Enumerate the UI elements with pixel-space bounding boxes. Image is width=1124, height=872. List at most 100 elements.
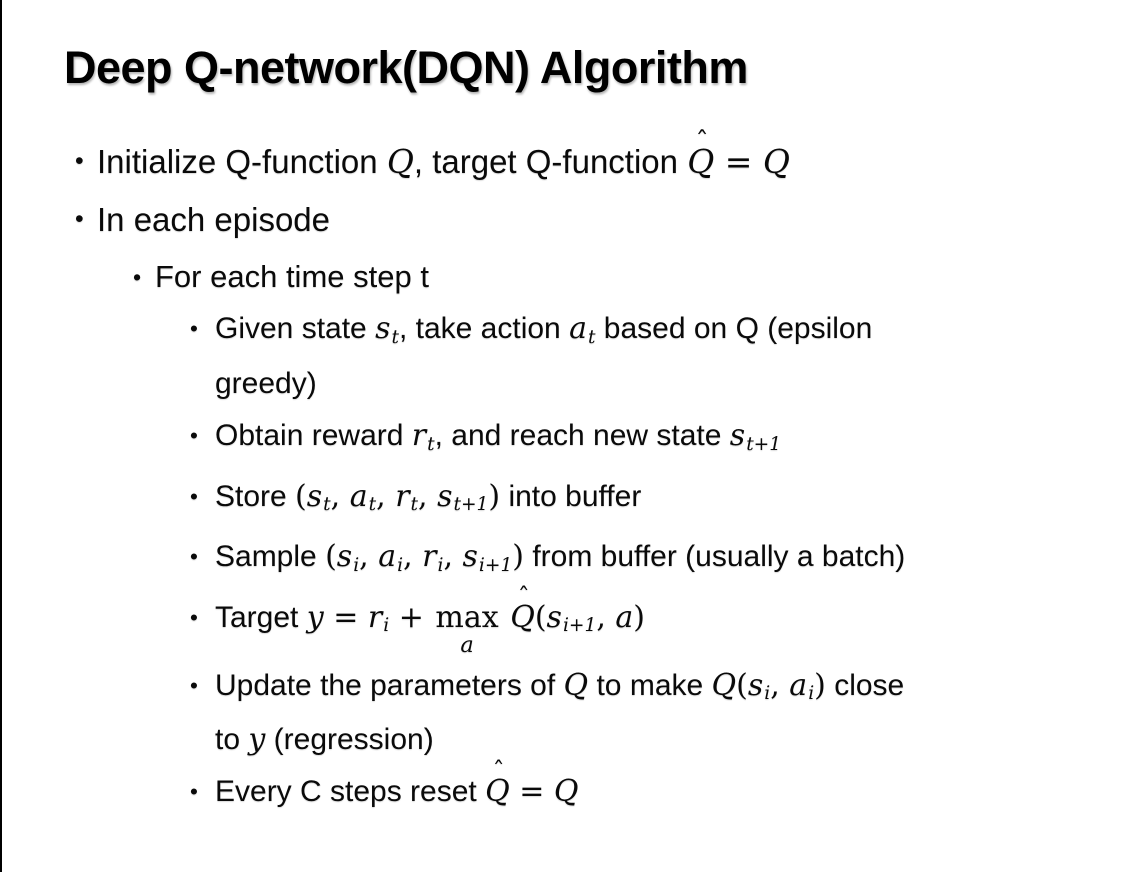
bullet-text: Store (st, at, rt, st+1) into buffer	[215, 474, 1124, 529]
math-variable: s	[437, 478, 453, 514]
math-subscript: t	[410, 494, 419, 516]
bullet-item: • Obtain reward rt, and reach new state s…	[2, 413, 1124, 468]
math-variable: a	[349, 478, 368, 514]
math-variable: s	[747, 667, 764, 703]
math-subscript: i	[397, 554, 404, 576]
math-term: st+1	[730, 418, 781, 455]
math-subscript: t	[323, 494, 331, 516]
math-operator: ,	[443, 539, 463, 575]
bullet-marker-icon: •	[190, 779, 198, 805]
bullet-text: Sample (si, ai, ri, si+1) from buffer (u…	[215, 534, 1124, 589]
bullet-marker-icon: •	[190, 316, 198, 342]
math-subscript: i	[808, 683, 815, 705]
math-term: ri	[367, 599, 389, 637]
math-operator: )	[633, 599, 645, 635]
math-operator: (	[325, 539, 337, 575]
hat-accent-icon: ˆ	[517, 582, 530, 611]
math-variable: Q	[553, 774, 579, 810]
math-variable: a	[569, 311, 587, 347]
math-term: si+1	[547, 600, 597, 637]
text-segment: , and reach new state	[434, 418, 730, 452]
text-segment: For each time step t	[155, 259, 429, 295]
math-variable: a	[789, 667, 808, 703]
math-term: Q	[386, 142, 414, 182]
math-variable: a	[378, 539, 397, 575]
math-variable: Q	[711, 667, 737, 703]
text-segment: , target Q-function	[413, 143, 688, 181]
bullet-text: For each time step t	[155, 256, 1124, 298]
math-operator: ,	[596, 599, 616, 635]
text-segment: Update the parameters of	[215, 668, 564, 702]
hat-accent-icon: ˆ	[492, 757, 505, 786]
math-subscript: i	[437, 554, 444, 576]
math-variable: Q	[687, 142, 715, 182]
math-operator: =	[714, 142, 763, 182]
math-operator: (	[534, 599, 547, 635]
math-term: si	[747, 667, 770, 705]
math-variable: r	[422, 539, 437, 575]
math-operator: (	[295, 478, 307, 514]
math-operator: (	[736, 667, 748, 703]
math-subscript: t	[368, 494, 377, 516]
math-variable: s	[336, 539, 353, 575]
slide-title: Deep Q-network(DQN) Algorithm	[64, 42, 748, 93]
math-term: ri	[422, 539, 444, 576]
bullet-text: Update the parameters of Q to make Q(si,…	[215, 663, 1124, 764]
math-term: st+1	[437, 478, 488, 516]
text-segment: close	[825, 668, 905, 702]
text-segment: greedy)	[215, 366, 317, 400]
math-operator: ,	[330, 478, 350, 514]
math-term: ai	[789, 667, 815, 705]
bullet-marker-icon: •	[190, 483, 198, 509]
math-variable: Q	[386, 142, 414, 182]
max-operator-label: max	[435, 599, 499, 635]
bullet-marker-icon: •	[190, 672, 198, 698]
text-segment: (regression)	[265, 723, 434, 757]
math-term: Q	[762, 142, 790, 182]
math-operator: ,	[403, 539, 423, 575]
text-segment: Obtain reward	[215, 418, 412, 452]
bullet-marker-icon: •	[75, 148, 84, 176]
math-operator: )	[512, 539, 524, 575]
text-segment: Store	[215, 479, 296, 513]
bullet-text: Obtain reward rt, and reach new state st…	[215, 413, 1124, 468]
math-term: Q	[563, 667, 589, 703]
math-operator: =	[323, 599, 368, 635]
bullet-marker-icon: •	[190, 544, 198, 570]
math-operator: ,	[418, 478, 438, 514]
math-term: at	[349, 478, 377, 516]
math-variable: s	[306, 478, 323, 514]
math-subscript: i+1	[562, 615, 597, 637]
math-subscript: i	[353, 554, 360, 576]
math-variable: r	[367, 599, 383, 635]
math-variable: Q	[563, 667, 589, 703]
bullet-item: •In each episode	[2, 198, 1124, 242]
math-variable: Q	[762, 142, 790, 182]
math-variable: Q	[485, 774, 510, 810]
text-segment: Target	[215, 600, 307, 634]
math-variable: y	[306, 599, 324, 635]
bullet-item: •Initialize Q-function Q, target Q-funct…	[2, 128, 1124, 184]
math-subscript: t	[427, 433, 435, 455]
math-term: st	[375, 311, 399, 348]
math-variable: r	[395, 478, 410, 514]
text-segment: to make	[588, 668, 712, 702]
text-segment: In each episode	[97, 201, 331, 239]
math-operator: +	[389, 599, 434, 635]
math-operator	[501, 600, 511, 635]
bullet-item: • For each time step t	[2, 256, 1124, 298]
math-operator: =	[509, 774, 554, 810]
math-term: a	[615, 600, 633, 635]
bullet-marker-icon: •	[133, 264, 142, 291]
bullet-marker-icon: •	[190, 422, 198, 448]
bullet-item: •Given state st, take action at based on…	[2, 306, 1124, 407]
